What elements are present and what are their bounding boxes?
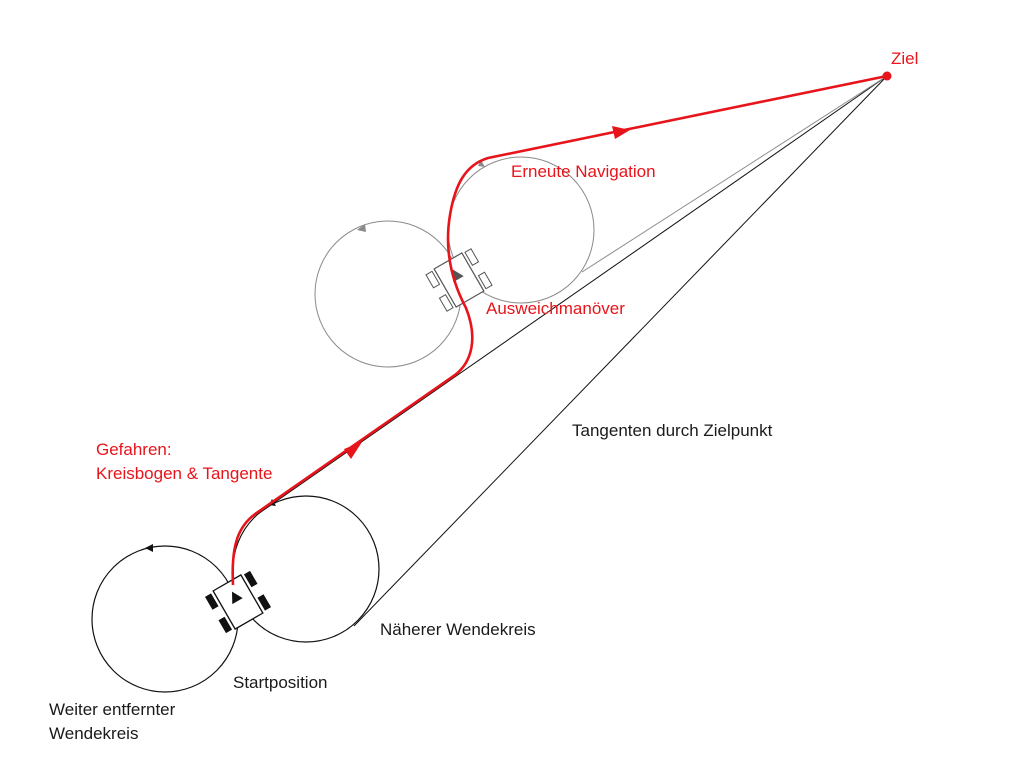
farther-circle-label-line2: Wendekreis (49, 724, 139, 743)
faded-circle-left-direction-arrow (357, 224, 366, 232)
nearer-circle-label: Näherer Wendekreis (380, 620, 536, 639)
driven-path-arrow-lower (344, 442, 362, 459)
farther-circle-label-line1: Weiter entfernter (49, 700, 176, 719)
start-vehicle (204, 570, 272, 634)
faded-circle-right-direction-arrow (478, 160, 485, 167)
tangents-label: Tangenten durch Zielpunkt (572, 421, 773, 440)
tangent-line-upper (257, 75, 888, 515)
driven-label-line1: Gefahren: (96, 440, 172, 459)
faded-tangent-line (581, 75, 888, 273)
tangent-line-lower (353, 75, 888, 627)
goal-point (882, 71, 892, 81)
driven-path (231, 74, 888, 586)
driven-path-arrow-upper (612, 126, 630, 139)
evasive-vehicle (425, 248, 493, 312)
driven-label-line2: Kreisbogen & Tangente (96, 464, 273, 483)
goal-label: Ziel (891, 49, 919, 68)
farther-turning-circle (91, 545, 239, 693)
faded-turning-circle-left (314, 220, 462, 368)
farther-circle-direction-arrow (145, 544, 153, 552)
nearer-turning-circle (232, 495, 380, 643)
evasive-maneuver-label: Ausweichmanöver (486, 299, 625, 318)
renavigation-label: Erneute Navigation (511, 162, 656, 181)
start-position-label: Startposition (233, 673, 328, 692)
